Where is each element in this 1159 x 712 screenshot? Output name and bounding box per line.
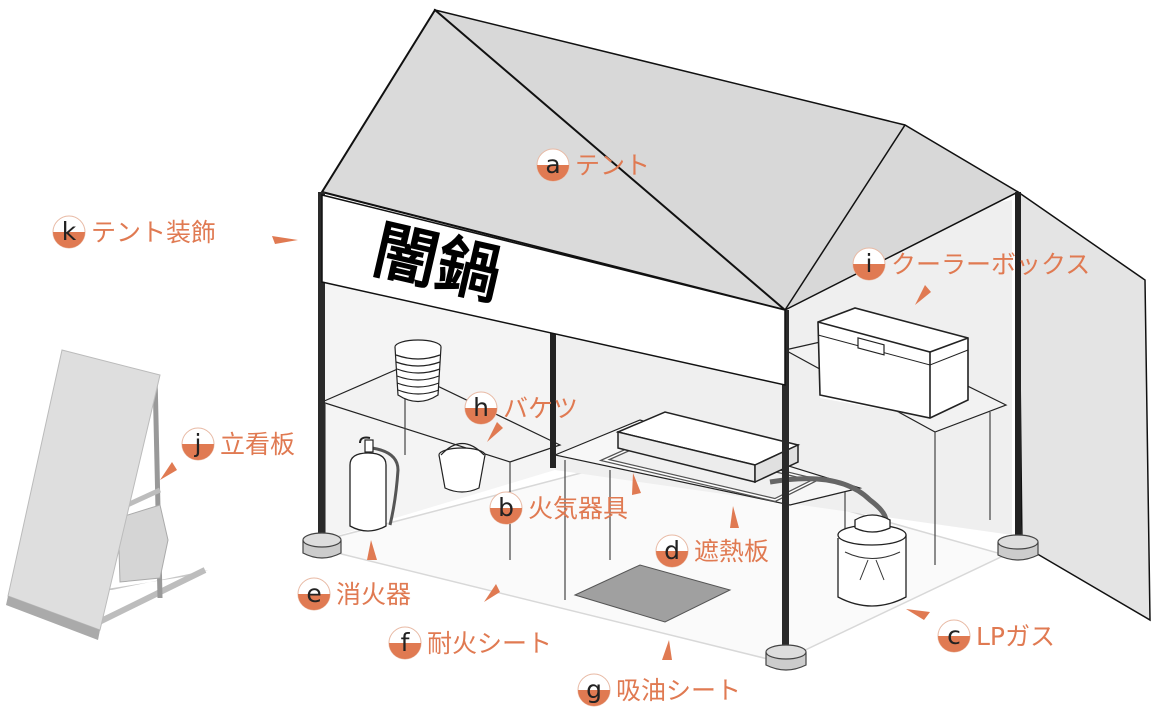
standing-signboard (6, 349, 208, 640)
label-a: a テント (536, 148, 650, 182)
post-weight (997, 534, 1039, 561)
label-b: b 火気器具 (489, 491, 628, 525)
label-f: f 耐火シート (388, 626, 552, 660)
post-weight (302, 532, 342, 559)
left-table (320, 367, 562, 463)
label-e: e 消火器 (297, 577, 411, 611)
badge-letter: b (498, 493, 514, 522)
tent-banner (321, 194, 786, 386)
label-k: k テント装飾 (52, 215, 216, 249)
badge-half-fill (465, 408, 497, 424)
lp-gas-cylinder (769, 476, 907, 607)
badge-half-fill (53, 232, 85, 248)
label-text: LPガス (976, 622, 1055, 651)
badge-letter: a (545, 150, 560, 179)
badge-half-fill (298, 594, 330, 610)
label-g: g 吸油シート (577, 673, 741, 707)
badge-half-fill (578, 690, 610, 706)
label-text: 火気器具 (528, 494, 628, 523)
bowl-stack (394, 339, 442, 403)
label-text: 遮熱板 (694, 537, 769, 566)
badge-half-fill (490, 508, 522, 524)
label-d: d 遮熱板 (655, 534, 769, 568)
tent-post (782, 310, 789, 655)
label-h: h バケツ (464, 391, 578, 425)
oil-absorbing-sheet (573, 564, 732, 623)
badge-letter: i (866, 249, 873, 278)
fire-extinguisher (349, 436, 400, 532)
badge-letter: d (664, 536, 680, 565)
pointer-arrows (160, 236, 931, 660)
badge-letter: f (401, 628, 411, 657)
label-text: 吸油シート (616, 676, 741, 705)
badge-half-fill (537, 165, 569, 181)
post-weight (765, 644, 807, 671)
badge-letter: c (947, 621, 961, 650)
label-text: 消火器 (336, 580, 411, 609)
label-j: j 立看板 (181, 427, 295, 461)
badge-half-fill (938, 636, 970, 652)
label-text: 耐火シート (427, 629, 552, 658)
label-text: 立看板 (220, 430, 295, 459)
badge-letter: g (586, 675, 602, 704)
badge-letter: e (306, 579, 321, 608)
badge-letter: k (62, 217, 77, 246)
badge-letter: j (194, 429, 202, 458)
badge-half-fill (182, 444, 214, 460)
label-text: テント (575, 151, 650, 180)
label-text: テント装飾 (91, 218, 216, 247)
bucket (438, 442, 486, 493)
tent-post (318, 192, 325, 542)
label-text: クーラーボックス (891, 250, 1090, 279)
label-i: i クーラーボックス (852, 247, 1090, 281)
badge-half-fill (853, 264, 885, 280)
badge-half-fill (389, 643, 421, 659)
badge-half-fill (656, 551, 688, 567)
badge-letter: h (473, 393, 489, 422)
label-text: バケツ (503, 394, 578, 423)
label-c: c LPガス (937, 619, 1055, 653)
